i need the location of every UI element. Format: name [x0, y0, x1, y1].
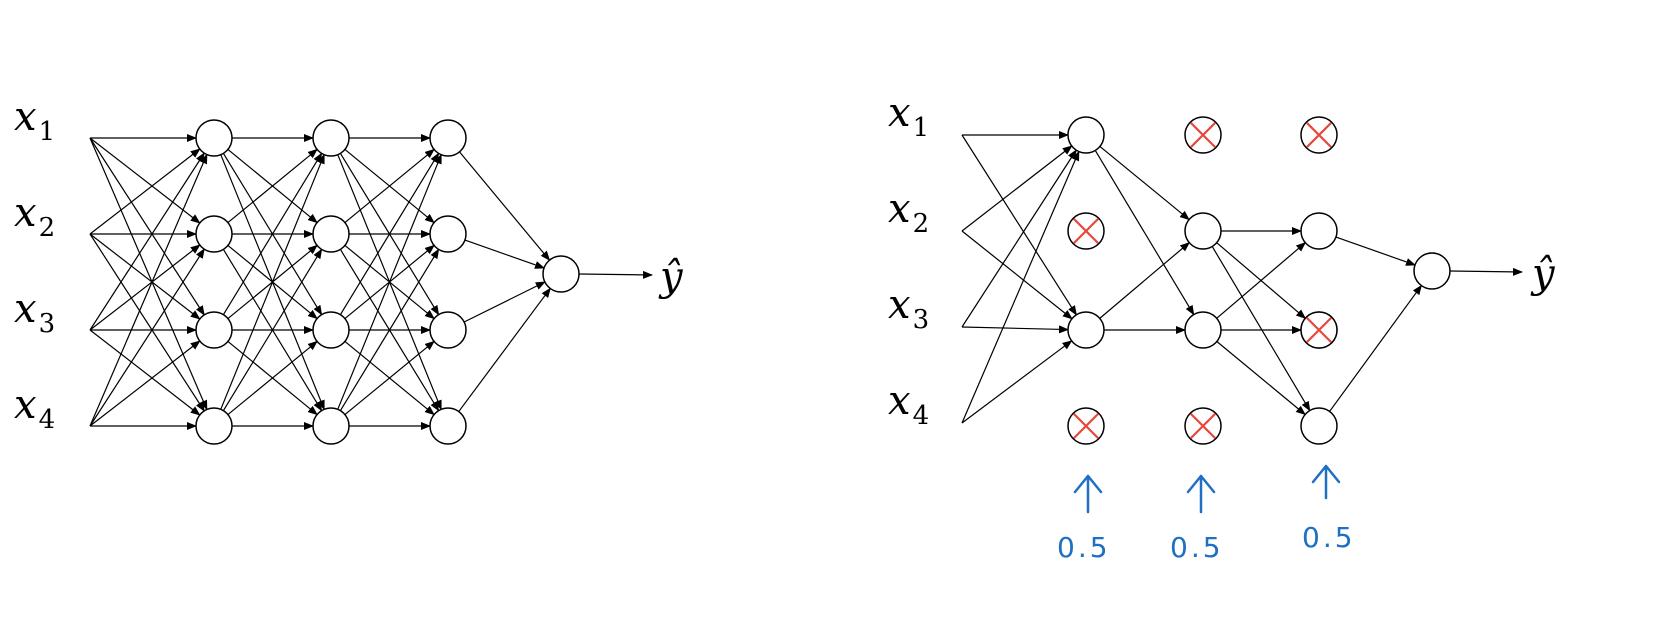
right-input-label-x3: x3 [888, 282, 929, 335]
right-edge-h3u4-out [1329, 284, 1422, 412]
right-edge-in3-h1u1 [961, 149, 1077, 328]
right-node-h1u4-dropped-cross-icon [1072, 412, 1100, 440]
right-edge-in4-h1u3 [961, 340, 1073, 424]
left-edge-in2-h1u3 [89, 233, 201, 320]
left-node-h3u1 [429, 119, 467, 157]
left-output-arrow [578, 270, 653, 279]
right-node-output [1413, 252, 1451, 290]
left-edge-h2u4-h3u3 [344, 340, 435, 416]
left-edge-h2u2-h3u1 [344, 148, 435, 224]
keep-prob-arrow-layer3 [1311, 464, 1341, 500]
full-network [89, 119, 653, 445]
left-edge-in3-h1u2 [89, 244, 201, 331]
right-node-h2u3 [1184, 311, 1222, 349]
right-edge-in2-h1u1 [961, 145, 1073, 232]
left-node-h1u1 [195, 119, 233, 157]
keep-prob-label-layer1: 0.5 [1057, 531, 1111, 564]
left-node-output [542, 255, 580, 293]
left-node-h2u1 [312, 119, 350, 157]
left-node-h2u3 [312, 311, 350, 349]
right-edge-h3u2-out [1335, 236, 1416, 266]
right-edge-h2u3-h3u4 [1216, 341, 1306, 416]
left-edge-in1-h1u4 [89, 137, 208, 411]
left-edge-in4-h1u2 [89, 248, 205, 427]
right-edge-h1u1-h2u2 [1099, 145, 1190, 221]
left-node-h2u4 [312, 407, 350, 445]
right-node-h1u1 [1067, 116, 1105, 154]
left-edge-in3-h1u4 [89, 329, 201, 416]
left-edge-in2-h1u4 [89, 233, 205, 412]
right-edge-h1u1-h2u3 [1094, 150, 1195, 316]
left-edge-h1u4-h2u3 [227, 340, 318, 416]
dropout-network-edges [961, 131, 1523, 424]
left-edge-h2u4-h3u1 [337, 153, 442, 410]
left-edge-h1u4-h2u2 [222, 248, 323, 411]
left-node-h3u2 [429, 215, 467, 253]
right-output-label: ŷ [1530, 251, 1556, 297]
left-output-label: ŷ [658, 254, 684, 300]
right-node-h1u2-dropped-cross-icon [1072, 217, 1100, 245]
left-input-label-x2: x2 [14, 190, 55, 243]
left-edge-h3u4-out [458, 287, 551, 412]
right-node-h2u2 [1184, 212, 1222, 250]
right-edge-in3-h1u3 [961, 325, 1070, 334]
right-node-h3u3-dropped-cross-icon [1305, 316, 1333, 344]
keep-prob-label-layer2: 0.5 [1170, 531, 1224, 564]
full-network-edges [89, 134, 653, 430]
left-edge-in1-h1u3 [89, 137, 205, 316]
left-node-h2u2 [312, 215, 350, 253]
left-edge-in3-h1u1 [89, 152, 205, 331]
left-node-h1u2 [195, 215, 233, 253]
right-input-label-x4: x4 [888, 378, 929, 431]
left-input-label-x3: x3 [14, 286, 55, 339]
left-edge-h3u1-out [459, 151, 551, 261]
left-edge-h1u2-h2u1 [227, 148, 318, 224]
keep-prob-arrow-layer2 [1186, 474, 1216, 514]
left-edge-h2u3-h3u1 [339, 152, 440, 315]
left-input-label-x1: x1 [14, 94, 55, 147]
right-edge-in2-h1u3 [961, 230, 1073, 320]
left-input-label-x4: x4 [14, 382, 55, 435]
left-edge-in2-h1u1 [89, 148, 201, 235]
right-input-label-x2: x2 [888, 186, 929, 239]
left-edge-h3u2-out [464, 239, 545, 269]
right-node-h3u2 [1300, 212, 1338, 250]
left-edge-h1u4-h2u1 [220, 153, 325, 410]
right-node-h2u1-dropped-cross-icon [1189, 121, 1217, 149]
left-node-h3u4 [429, 407, 467, 445]
left-edge-h2u4-h3u2 [339, 248, 440, 411]
right-node-h3u4 [1300, 407, 1338, 445]
dropout-network [961, 116, 1523, 445]
left-edge-in4-h1u1 [89, 153, 208, 427]
keep-prob-label-layer3: 0.5 [1302, 521, 1356, 554]
right-node-h1u3 [1067, 311, 1105, 349]
left-edge-in1-h1u2 [89, 137, 201, 224]
left-node-h1u4 [195, 407, 233, 445]
right-edge-in1-h1u3 [961, 134, 1077, 316]
right-edge-in4-h1u1 [961, 150, 1080, 424]
keep-prob-arrow-layer1 [1073, 474, 1103, 514]
right-node-h3u1-dropped-cross-icon [1305, 121, 1333, 149]
right-edge-h2u2-h3u4 [1211, 246, 1311, 412]
left-edge-h1u3-h2u1 [222, 152, 323, 315]
right-edge-h1u3-h2u2 [1099, 241, 1191, 319]
keep-prob-annotations: 0.5 0.5 0.5 [1057, 464, 1356, 564]
right-edge-h2u3-h3u2 [1216, 242, 1307, 319]
right-output-arrow [1449, 267, 1523, 276]
full-network-nodes [195, 119, 580, 445]
left-edge-h3u3-out [463, 281, 546, 323]
right-input-label-x1: x1 [888, 90, 929, 143]
dropout-network-nodes [1067, 116, 1451, 445]
left-node-h3u3 [429, 311, 467, 349]
left-edge-in4-h1u3 [89, 340, 201, 427]
right-node-h2u4-dropped-cross-icon [1189, 412, 1217, 440]
left-node-h1u3 [195, 311, 233, 349]
